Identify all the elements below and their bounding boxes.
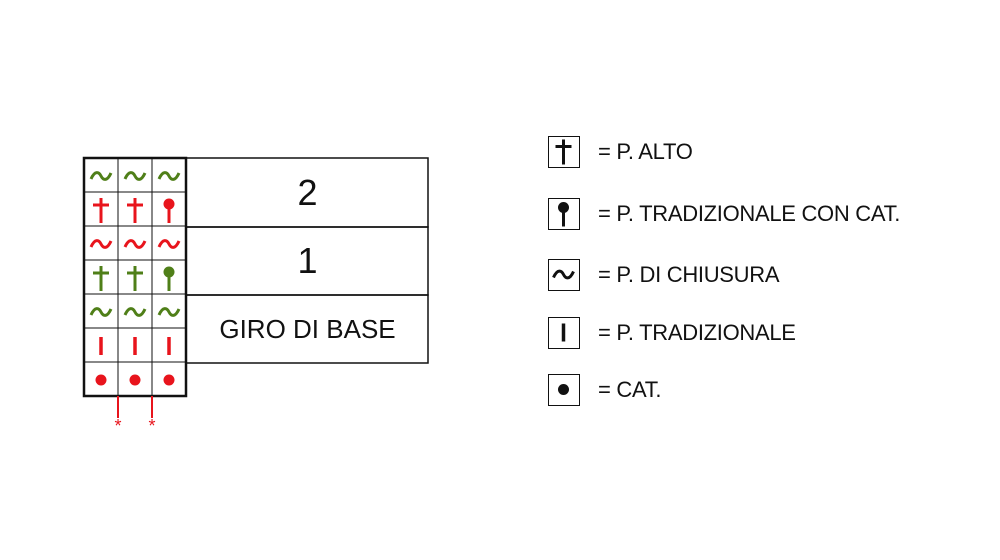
cross-icon xyxy=(127,198,143,223)
grid-cell-dot xyxy=(117,361,153,397)
legend-label: = P. TRADIZIONALE xyxy=(598,320,796,345)
grid-cell-tilde xyxy=(117,225,153,261)
cross-icon xyxy=(548,136,580,168)
grid-cell-pin xyxy=(151,259,187,295)
tilde-icon xyxy=(89,307,113,317)
grid-cell-bar xyxy=(83,327,119,363)
grid-cell-tilde xyxy=(83,225,119,261)
dot-icon xyxy=(95,374,107,386)
tilde-icon xyxy=(157,307,181,317)
cross-icon xyxy=(93,266,109,291)
pin-icon xyxy=(548,198,580,230)
grid-cell-tilde xyxy=(151,293,187,329)
legend-label: = P. DI CHIUSURA xyxy=(598,262,780,287)
grid-cell-cross xyxy=(83,259,119,295)
grid-cell-dot xyxy=(83,361,119,397)
grid-cell-tilde xyxy=(151,225,187,261)
tilde-icon xyxy=(123,307,147,317)
grid-cell-dot xyxy=(151,361,187,397)
grid-cell-pin xyxy=(151,191,187,227)
svg-text:*: * xyxy=(114,416,121,436)
grid-cell-tilde xyxy=(117,293,153,329)
tilde-icon xyxy=(548,259,580,291)
tilde-icon xyxy=(89,239,113,249)
legend-item-pin: = P. TRADIZIONALE CON CAT. xyxy=(548,197,900,231)
legend-label: = P. ALTO xyxy=(598,139,693,164)
grid-cell-bar xyxy=(117,327,153,363)
grid-cell-cross xyxy=(83,191,119,227)
dot-icon xyxy=(129,374,141,386)
legend-label: = CAT. xyxy=(598,377,662,402)
grid-cell-tilde xyxy=(83,293,119,329)
tilde-icon xyxy=(123,239,147,249)
pin-icon xyxy=(163,266,175,291)
tilde-icon xyxy=(89,171,113,181)
grid-cell-cross xyxy=(117,259,153,295)
dot-icon xyxy=(163,374,175,386)
row-label-1: 1 xyxy=(297,240,318,281)
grid-cell-bar xyxy=(151,327,187,363)
grid-cell-tilde xyxy=(83,157,119,193)
legend-item-bar: = P. TRADIZIONALE xyxy=(548,316,796,350)
grid-cell-cross xyxy=(117,191,153,227)
stitch-grid xyxy=(83,157,187,397)
legend-item-cross: = P. ALTO xyxy=(548,135,693,169)
tilde-icon xyxy=(157,171,181,181)
legend-label: = P. TRADIZIONALE CON CAT. xyxy=(598,201,901,226)
repeat-marker: * xyxy=(148,396,156,436)
bar-icon xyxy=(548,317,580,349)
row-label-2: 2 xyxy=(297,171,318,213)
legend-item-dot: = CAT. xyxy=(548,373,662,407)
cross-icon xyxy=(93,198,109,223)
grid-cell-tilde xyxy=(117,157,153,193)
svg-text:*: * xyxy=(148,416,155,436)
legend-item-tilde: = P. DI CHIUSURA xyxy=(548,258,780,292)
row-label-base: GIRO DI BASE xyxy=(219,313,396,344)
tilde-icon xyxy=(123,171,147,181)
row-label-table xyxy=(185,157,429,364)
repeat-marker: * xyxy=(114,396,122,436)
grid-cell-tilde xyxy=(151,157,187,193)
dot-icon xyxy=(548,374,580,406)
pin-icon xyxy=(163,198,175,223)
tilde-icon xyxy=(157,239,181,249)
cross-icon xyxy=(127,266,143,291)
